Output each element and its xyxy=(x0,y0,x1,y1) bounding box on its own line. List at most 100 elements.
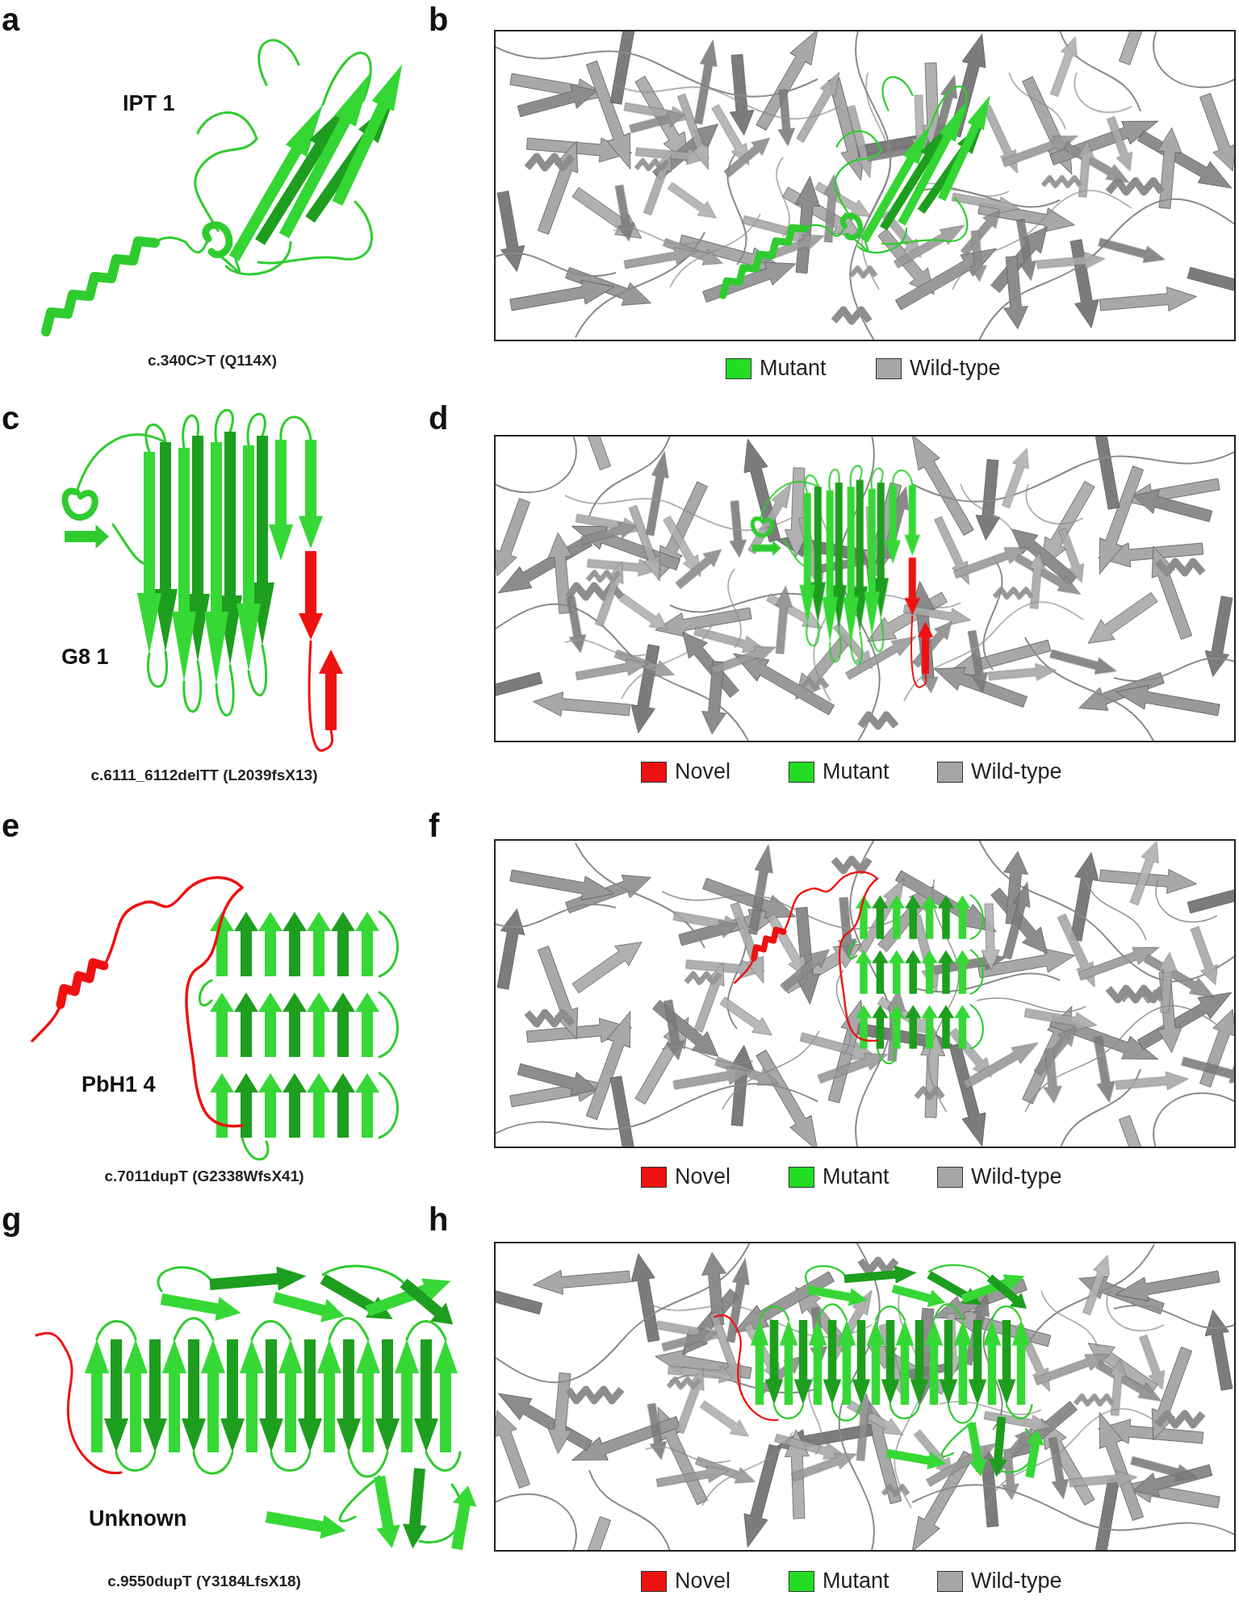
domain-label: G8 1 xyxy=(61,645,109,670)
unknown-domain-structure-part-part xyxy=(317,1339,342,1453)
ipt-domain-structure-part-part xyxy=(185,238,209,253)
panel-d-frame xyxy=(443,380,1239,746)
pbh1-domain-structure-part-part xyxy=(330,912,356,977)
panel-letter: f xyxy=(428,807,440,844)
g8-domain-structure-part xyxy=(171,447,197,683)
legend-item: Novel xyxy=(640,1164,731,1190)
pbh1-domain-structure-part-part xyxy=(330,1073,356,1139)
variant-caption: c.340C>T (Q114X) xyxy=(147,352,277,370)
panel-f-frame-part-part xyxy=(494,840,1235,1148)
legend-swatch xyxy=(725,358,752,380)
unknown-domain-structure-part-part xyxy=(278,1339,303,1453)
unknown-domain-structure-part xyxy=(96,1266,462,1543)
panel-h-frame-part-part xyxy=(494,1243,1235,1552)
unknown-domain-structure-part-part xyxy=(174,1318,214,1340)
panel-b-frame-part xyxy=(494,30,1235,341)
ipt-domain-structure xyxy=(46,40,414,332)
pbh1-domain-structure-part xyxy=(32,878,243,1127)
legend-swatch xyxy=(640,761,667,783)
legend-item: Wild-type xyxy=(937,1164,1063,1190)
legend-text: Mutant xyxy=(759,355,827,381)
unknown-domain-structure-part-part xyxy=(200,1339,226,1453)
legend-swatch xyxy=(937,761,963,783)
legend-swatch xyxy=(640,1167,667,1189)
pbh1-domain-structure-part-part xyxy=(209,992,235,1058)
panel-h-frame-part-part xyxy=(714,1264,1047,1480)
pbh1-domain-structure-part-part xyxy=(234,1073,259,1139)
unknown-domain-structure-part-part xyxy=(239,1339,264,1453)
unknown-domain-structure-part-part xyxy=(142,1339,168,1453)
legend-item: Novel xyxy=(640,1569,731,1595)
legend-text: Wild-type xyxy=(909,355,1001,381)
panel-d-frame-part-part xyxy=(752,465,934,687)
pbh1-domain-structure-part-part xyxy=(282,992,307,1058)
g8-domain-structure-part xyxy=(298,551,323,641)
pbh1-domain-structure-part-part xyxy=(379,1073,398,1139)
legend-item: Wild-type xyxy=(875,355,1001,381)
pbh1-domain-structure-part-part xyxy=(355,992,380,1058)
g8-domain-structure-part-part xyxy=(216,665,234,716)
legend-text: Novel xyxy=(674,1569,731,1595)
unknown-domain-structure-part-part xyxy=(426,1452,461,1472)
unknown-domain-structure-part-part xyxy=(348,1452,388,1478)
panel-f-frame-part xyxy=(494,840,1235,1148)
legend-swatch xyxy=(788,1571,815,1593)
panel-b-frame-part-part xyxy=(494,30,1235,341)
pbh1-domain-structure-part xyxy=(199,912,398,1160)
ipt-domain-structure-part xyxy=(205,225,230,256)
g8-domain-structure-part xyxy=(76,410,311,716)
g8-domain-structure-part-part xyxy=(184,661,201,712)
g8-domain-structure-part xyxy=(64,524,109,549)
unknown-domain-structure-part-part xyxy=(406,1322,446,1341)
ipt-domain-structure-part xyxy=(326,58,413,209)
legend-item: Wild-type xyxy=(937,759,1063,785)
pbh1-domain-structure-part-part xyxy=(199,980,212,1006)
unknown-domain-structure xyxy=(36,1264,481,1553)
unknown-domain-structure-part-part xyxy=(336,1339,361,1453)
legend-text: Novel xyxy=(674,759,731,785)
unknown-domain-structure-part-part xyxy=(367,1474,404,1551)
pbh1-domain-structure-part-part xyxy=(258,992,283,1058)
panel-d-frame-part xyxy=(494,435,1235,742)
panel-letter: e xyxy=(1,807,20,844)
unknown-domain-structure-part-part xyxy=(444,1484,480,1553)
variant-caption: c.9550dupT (Y3184LfsX18) xyxy=(107,1573,302,1591)
legend-item: Mutant xyxy=(788,759,890,785)
unknown-domain-structure-part-part xyxy=(159,1287,243,1326)
ipt-domain-structure-part-part xyxy=(259,40,299,85)
domain-label: Unknown xyxy=(88,1507,188,1533)
legend-text: Wild-type xyxy=(971,759,1063,785)
pbh1-domain-structure-part-part xyxy=(258,1073,283,1139)
legend-item: Novel xyxy=(640,759,731,785)
panel-h-frame-part-part xyxy=(643,1252,1200,1509)
panel-h-frame xyxy=(443,1241,1239,1600)
unknown-domain-structure-part-part xyxy=(263,1505,348,1544)
unknown-domain-structure-part-part xyxy=(84,1339,109,1453)
unknown-domain-structure-part-part xyxy=(259,1339,284,1453)
pbh1-domain-structure-part-part xyxy=(242,1138,268,1160)
panel-b-frame-part xyxy=(494,30,1235,341)
pbh1-domain-structure-part-part xyxy=(355,912,380,977)
legend-swatch xyxy=(937,1167,963,1189)
unknown-domain-structure-part-part xyxy=(329,1318,369,1340)
unknown-domain-structure-part-part xyxy=(433,1339,458,1453)
pbh1-domain-structure-part-part xyxy=(379,992,398,1058)
unknown-domain-structure-part-part xyxy=(375,1339,400,1453)
pbh1-domain-structure-part-part xyxy=(258,912,283,977)
pbh1-domain-structure-part-part xyxy=(282,912,307,977)
variant-caption: c.6111_6112delTT (L2039fsX13) xyxy=(91,767,319,785)
pbh1-domain-structure-part-part xyxy=(306,912,331,977)
unknown-domain-structure-part-part xyxy=(271,1452,310,1472)
pbh1-domain-structure-part-part xyxy=(60,962,105,1005)
panel-b-frame xyxy=(490,0,1239,341)
legend-text: Wild-type xyxy=(971,1569,1063,1595)
legend-item: Mutant xyxy=(725,355,827,381)
ipt-domain-structure-part xyxy=(46,241,155,332)
g8-domain-structure-part-part xyxy=(280,417,311,440)
legend-swatch xyxy=(875,358,902,380)
g8-domain-structure-part xyxy=(65,491,96,519)
g8-domain-structure-part xyxy=(236,445,261,672)
unknown-domain-structure-part-part xyxy=(355,1339,381,1453)
